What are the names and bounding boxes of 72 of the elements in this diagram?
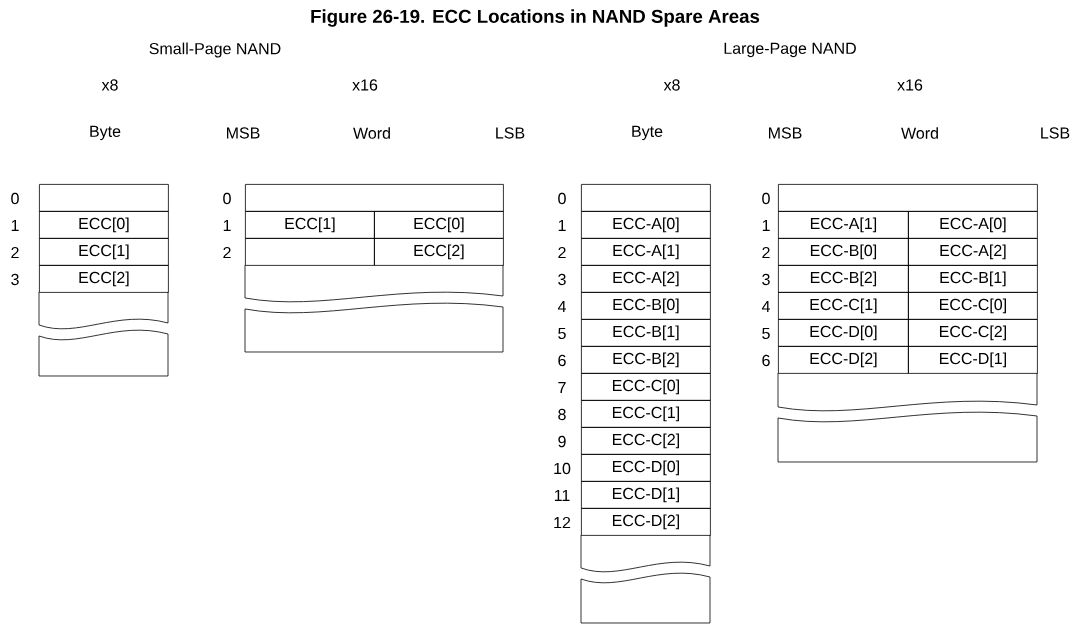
table-cell: ECC-B[2] <box>778 265 909 293</box>
row-number: 1 <box>11 220 19 231</box>
table-cell: ECC-D[0] <box>581 454 711 482</box>
table-cell: ECC-A[2] <box>908 238 1038 266</box>
bus-width-label: x16 <box>352 79 378 91</box>
row-number: 10 <box>554 462 571 475</box>
table-cell: ECC[2] <box>39 265 169 293</box>
row-number: 4 <box>557 301 566 312</box>
row-number: 2 <box>11 246 19 259</box>
column-heading: Byte <box>90 125 121 141</box>
table-cell: ECC-A[1] <box>778 211 909 239</box>
table-cell: ECC-C[1] <box>778 292 909 320</box>
column-heading: LSB <box>1041 127 1070 139</box>
table-cell: ECC-B[1] <box>908 265 1038 293</box>
table-cell: ECC-C[0] <box>581 373 711 401</box>
column-heading: LSB <box>496 127 525 139</box>
row-number: 0 <box>762 192 770 205</box>
row-number: 4 <box>761 301 770 312</box>
column-heading: Byte <box>632 125 663 141</box>
table-cell: ECC-D[1] <box>581 481 711 509</box>
row-number: 3 <box>11 273 19 286</box>
row-number: 0 <box>11 192 19 205</box>
table-cell: ECC-D[1] <box>908 346 1038 374</box>
row-number: 0 <box>558 192 566 205</box>
row-number: 1 <box>762 220 770 231</box>
bus-width-label: x8 <box>663 79 680 91</box>
row-number: 7 <box>558 382 566 393</box>
table-cell: ECC-D[2] <box>581 508 711 536</box>
table-cell: ECC[1] <box>245 211 375 239</box>
row-number: 8 <box>558 408 566 421</box>
row-number: 9 <box>558 435 566 448</box>
row-number: 6 <box>558 354 566 367</box>
row-number: 11 <box>554 490 570 501</box>
table-cell: ECC-A[0] <box>581 211 711 239</box>
column-heading: Word <box>353 127 390 139</box>
table-cell: ECC-A[2] <box>581 265 711 293</box>
row-number: 3 <box>558 273 566 286</box>
table-cell: ECC-C[1] <box>581 400 711 428</box>
row-number: 5 <box>762 327 770 340</box>
panel-heading: Large-Page NAND <box>724 42 856 58</box>
row-number: 6 <box>762 354 770 367</box>
row-number: 2 <box>223 246 231 259</box>
table-cell: ECC-A[1] <box>581 238 711 266</box>
row-number: 3 <box>762 273 770 286</box>
table-cell: ECC-B[1] <box>581 319 711 347</box>
row-number: 2 <box>762 246 770 259</box>
table-cell: ECC-B[0] <box>581 292 711 320</box>
table-cell: ECC[1] <box>39 238 169 266</box>
table-cell: ECC-C[2] <box>581 427 711 455</box>
table-cell: ECC[0] <box>374 211 504 239</box>
column-heading: MSB <box>227 127 260 139</box>
column-heading: MSB <box>769 127 802 139</box>
table-cell: ECC-C[0] <box>908 292 1038 320</box>
row-number: 12 <box>554 516 571 529</box>
row-number: 2 <box>558 246 566 259</box>
table-cell: ECC[2] <box>374 238 504 266</box>
table-cell: ECC-D[2] <box>778 346 909 374</box>
table-cell: ECC-C[2] <box>908 319 1038 347</box>
row-number: 1 <box>223 220 231 231</box>
row-number: 0 <box>223 192 231 205</box>
table-cell: ECC-B[0] <box>778 238 909 266</box>
table-cell: ECC-D[0] <box>778 319 909 347</box>
table-cell: ECC[0] <box>39 211 169 239</box>
bus-width-label: x8 <box>101 79 118 91</box>
table-cell: ECC-A[0] <box>908 211 1038 239</box>
row-number: 5 <box>558 327 566 340</box>
row-number: 1 <box>558 220 566 231</box>
figure-title: Figure 26-19. ECC Locations in NAND Spare Areas <box>311 9 760 27</box>
panel-heading: Small-Page NAND <box>149 42 281 58</box>
bus-width-label: x16 <box>897 79 923 91</box>
column-heading: Word <box>901 127 938 139</box>
table-cell: ECC-B[2] <box>581 346 711 374</box>
